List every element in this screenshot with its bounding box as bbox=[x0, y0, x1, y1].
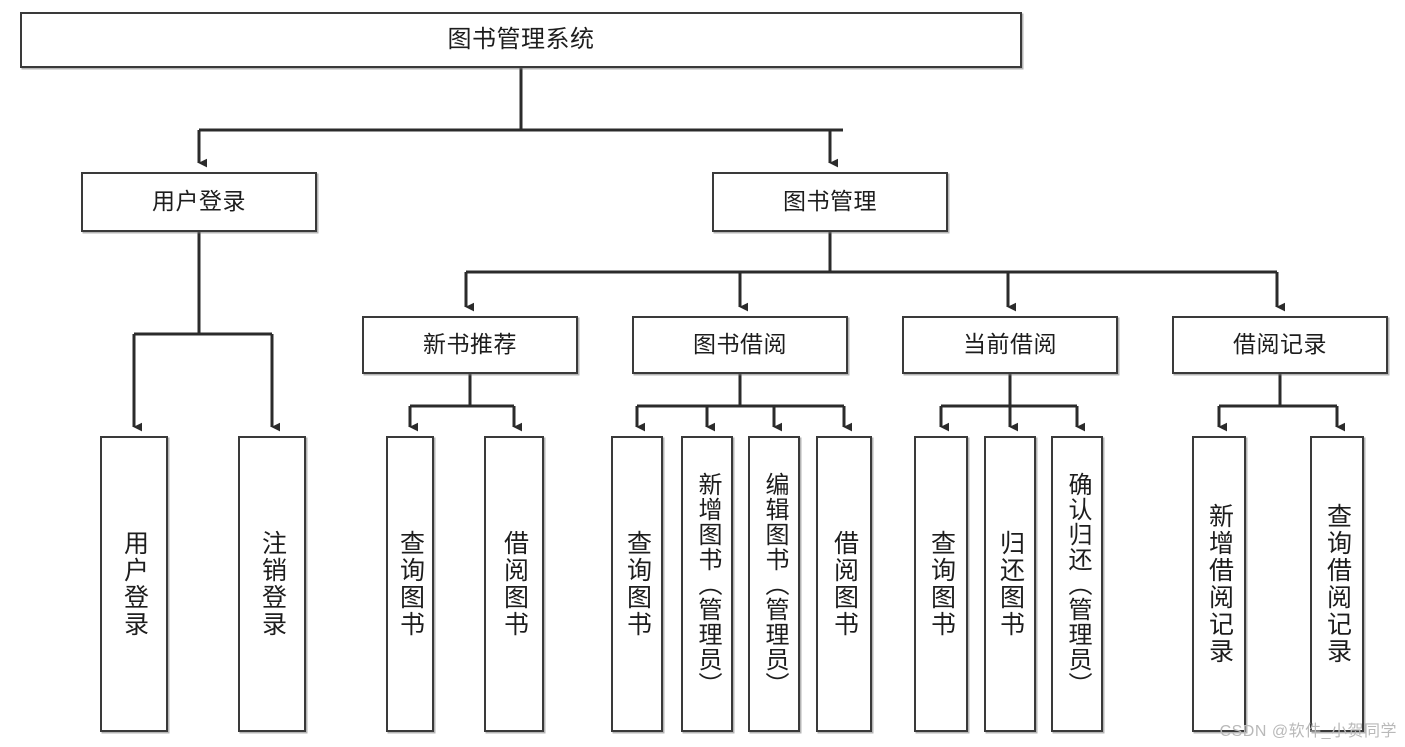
node-leaf-return-book[interactable]: 归还图书 bbox=[984, 436, 1036, 732]
node-leaf-borrow-book-1-label: 借阅图书 bbox=[500, 530, 529, 638]
node-leaf-query-book-1[interactable]: 查询图书 bbox=[386, 436, 434, 732]
node-user-login[interactable]: 用户登录 bbox=[81, 172, 317, 232]
node-leaf-add-borrow-record-label: 新增借阅记录 bbox=[1205, 503, 1234, 665]
node-current-borrow[interactable]: 当前借阅 bbox=[902, 316, 1118, 374]
node-leaf-logout[interactable]: 注销登录 bbox=[238, 436, 306, 732]
node-leaf-query-book-2[interactable]: 查询图书 bbox=[611, 436, 663, 732]
node-leaf-add-book-admin-label: 新增图书（管理员） bbox=[693, 471, 721, 697]
node-new-book-rec[interactable]: 新书推荐 bbox=[362, 316, 578, 374]
node-leaf-edit-book-admin-label: 编辑图书（管理员） bbox=[760, 471, 788, 697]
watermark: CSDN @软件_小贺同学 bbox=[1219, 723, 1397, 740]
node-book-manage[interactable]: 图书管理 bbox=[712, 172, 948, 232]
node-borrow-record[interactable]: 借阅记录 bbox=[1172, 316, 1388, 374]
node-leaf-confirm-return-admin-label: 确认归还（管理员） bbox=[1063, 471, 1091, 697]
node-leaf-edit-book-admin[interactable]: 编辑图书（管理员） bbox=[748, 436, 800, 732]
node-leaf-user-login[interactable]: 用户登录 bbox=[100, 436, 168, 732]
node-leaf-query-book-3[interactable]: 查询图书 bbox=[914, 436, 968, 732]
node-user-login-label: 用户登录 bbox=[152, 188, 246, 215]
node-leaf-user-login-label: 用户登录 bbox=[120, 530, 149, 638]
node-book-manage-label: 图书管理 bbox=[783, 188, 877, 215]
node-borrow-record-label: 借阅记录 bbox=[1233, 331, 1327, 358]
node-leaf-query-book-2-label: 查询图书 bbox=[623, 530, 652, 638]
node-book-borrow[interactable]: 图书借阅 bbox=[632, 316, 848, 374]
node-leaf-add-borrow-record[interactable]: 新增借阅记录 bbox=[1192, 436, 1246, 732]
node-leaf-query-borrow-record[interactable]: 查询借阅记录 bbox=[1310, 436, 1364, 732]
node-leaf-query-book-3-label: 查询图书 bbox=[927, 530, 956, 638]
node-current-borrow-label: 当前借阅 bbox=[963, 331, 1057, 358]
node-leaf-query-book-1-label: 查询图书 bbox=[396, 530, 425, 638]
node-leaf-logout-label: 注销登录 bbox=[258, 530, 287, 638]
node-root[interactable]: 图书管理系统 bbox=[20, 12, 1022, 68]
node-leaf-borrow-book-2-label: 借阅图书 bbox=[830, 530, 859, 638]
node-leaf-confirm-return-admin[interactable]: 确认归还（管理员） bbox=[1051, 436, 1103, 732]
node-leaf-query-borrow-record-label: 查询借阅记录 bbox=[1323, 503, 1352, 665]
node-leaf-borrow-book-2[interactable]: 借阅图书 bbox=[816, 436, 872, 732]
node-new-book-rec-label: 新书推荐 bbox=[423, 331, 517, 358]
node-leaf-add-book-admin[interactable]: 新增图书（管理员） bbox=[681, 436, 733, 732]
node-book-borrow-label: 图书借阅 bbox=[693, 331, 787, 358]
node-leaf-borrow-book-1[interactable]: 借阅图书 bbox=[484, 436, 544, 732]
node-leaf-return-book-label: 归还图书 bbox=[996, 530, 1025, 638]
node-root-label: 图书管理系统 bbox=[447, 25, 595, 53]
